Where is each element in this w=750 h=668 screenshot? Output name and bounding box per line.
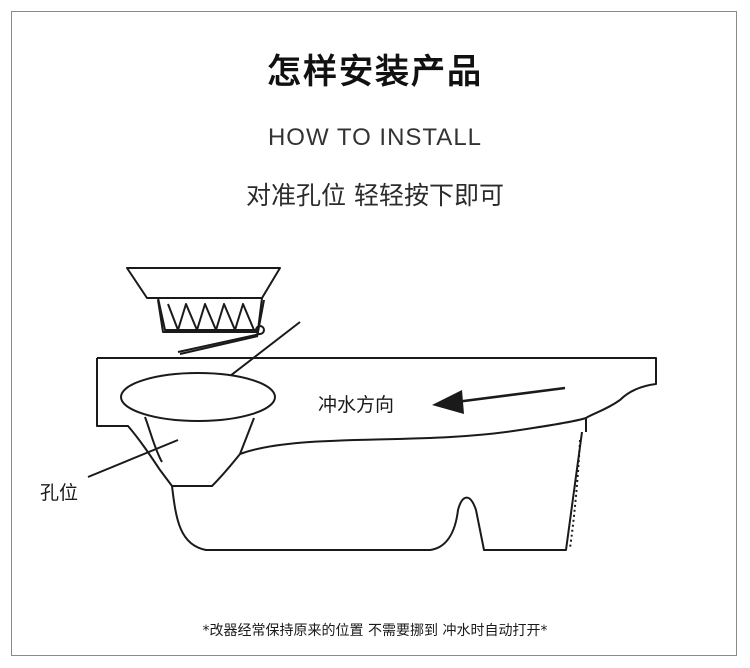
channel-floor	[239, 417, 587, 455]
insert-device	[126, 267, 281, 355]
outer-frame	[11, 11, 737, 656]
hole-position-label: 孔位	[40, 482, 78, 504]
insert-body-outline	[157, 299, 265, 333]
flush-direction-label: 冲水方向	[318, 394, 394, 416]
page-subtitle: HOW TO INSTALL	[267, 124, 483, 151]
flap-arm-back	[179, 335, 259, 355]
drain-funnel-left	[144, 416, 163, 463]
basin-step	[172, 453, 241, 487]
page-title: 怎样安装产品	[267, 52, 483, 92]
insert-body	[147, 297, 263, 331]
basin-body	[96, 357, 657, 551]
drain-hole	[120, 372, 276, 422]
install-instruction: 对准孔位 轻轻按下即可	[246, 181, 504, 210]
arrow-head-icon	[432, 390, 464, 414]
insert-lip	[126, 267, 281, 299]
basin-lower	[171, 431, 583, 551]
drain-funnel-right	[239, 417, 255, 455]
basin-slab	[97, 357, 657, 432]
basin-slab-left	[96, 358, 173, 487]
insert-pleats	[167, 303, 255, 331]
arrow-shaft	[455, 386, 566, 404]
flush-direction-arrow	[432, 386, 566, 414]
basin-right-edge	[569, 439, 581, 549]
flap-arm	[177, 333, 261, 353]
hole-pointer-line	[87, 439, 179, 478]
footnote: *改器经常保持原来的位置 不需要挪到 冲水时自动打开*	[202, 623, 548, 639]
